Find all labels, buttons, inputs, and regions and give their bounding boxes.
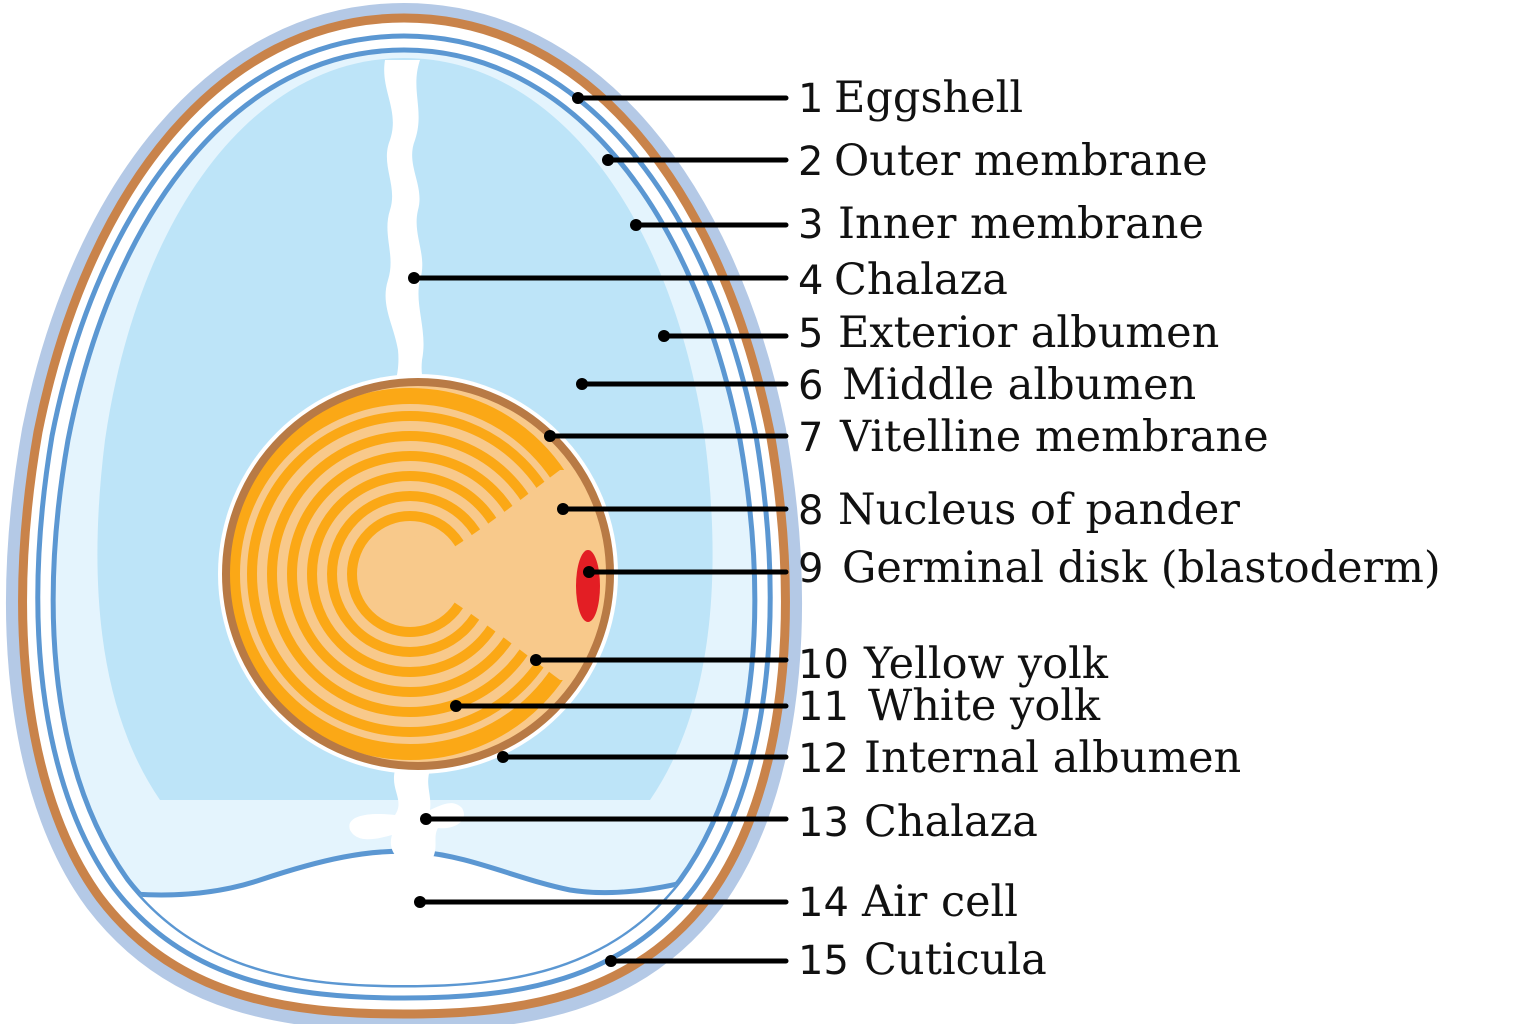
leader-dot	[576, 378, 588, 390]
leader-dot	[544, 430, 556, 442]
label-number: 11	[798, 684, 849, 730]
leader-dot	[630, 219, 642, 231]
label-number: 5	[798, 311, 823, 357]
chalaza-upper	[384, 60, 430, 400]
outer-membrane-layer	[35, 33, 773, 1001]
leader-dot	[420, 813, 432, 825]
egg-illustration	[6, 2, 802, 1024]
label-number: 10	[798, 642, 849, 688]
label-number: 13	[798, 800, 849, 846]
label-number: 2	[798, 139, 823, 185]
leader-dot	[530, 654, 542, 666]
germinal-disk	[576, 550, 600, 622]
label-text: Nucleus of pander	[838, 485, 1240, 535]
leader-dot	[414, 896, 426, 908]
label-number: 15	[798, 938, 849, 984]
label-number: 8	[798, 488, 823, 534]
leader-dot	[408, 272, 420, 284]
label-text: Inner membrane	[838, 199, 1204, 249]
label-number: 14	[798, 880, 849, 926]
leader-dot	[602, 154, 614, 166]
label-text: Yellow yolk	[863, 639, 1109, 689]
label-text: Middle albumen	[842, 360, 1196, 410]
label-text: Germinal disk (blastoderm)	[842, 543, 1441, 593]
label-number: 3	[798, 202, 823, 248]
leader-dot	[450, 700, 462, 712]
label-text: White yolk	[868, 681, 1101, 731]
leader-dot	[605, 955, 617, 967]
label-number: 9	[798, 546, 823, 592]
label-number: 12	[798, 736, 849, 782]
chalaza-lower	[349, 770, 464, 862]
label-text: Outer membrane	[834, 136, 1208, 186]
leader-dot	[572, 92, 584, 104]
latebra	[382, 536, 458, 612]
label-text: Chalaza	[834, 255, 1008, 305]
label-text: Vitelline membrane	[839, 412, 1269, 462]
label-text: Eggshell	[834, 73, 1023, 123]
label-text: Internal albumen	[864, 733, 1241, 783]
leader-dot	[497, 751, 509, 763]
label-number: 4	[798, 258, 823, 304]
label-number: 6	[798, 363, 823, 409]
label-number: 7	[798, 415, 823, 461]
yolk	[218, 374, 618, 774]
label-text: Cuticula	[864, 935, 1047, 985]
leader-lines	[408, 92, 789, 967]
leader-dot	[583, 566, 595, 578]
label-text: Chalaza	[864, 797, 1038, 847]
label-text: Air cell	[861, 877, 1018, 927]
cuticula-layer	[6, 2, 802, 1024]
leader-dot	[658, 330, 670, 342]
label-text: Exterior albumen	[838, 308, 1219, 358]
label-number: 1	[798, 76, 823, 122]
yolk-rings	[228, 388, 608, 760]
leader-dot	[557, 503, 569, 515]
nucleus-of-pander-channel	[410, 470, 608, 680]
